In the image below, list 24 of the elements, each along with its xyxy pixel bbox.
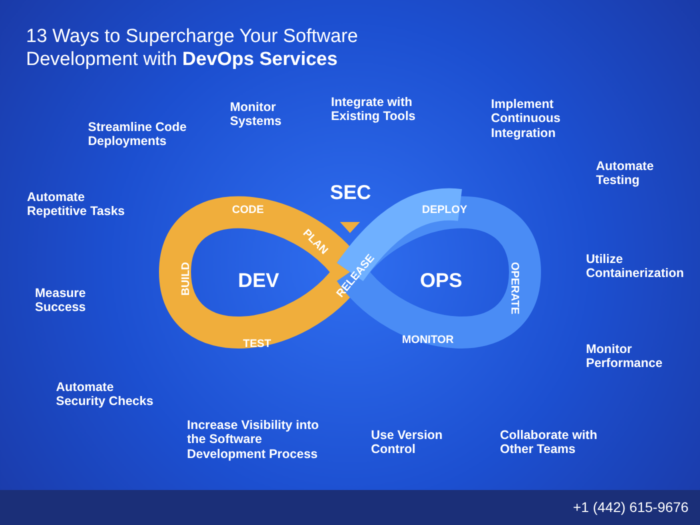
tip-text: Increase Visibility into the Software Development Process <box>187 418 320 462</box>
tip-text: Automate Testing <box>596 159 655 188</box>
loop-heading: DEV <box>238 270 280 293</box>
title: 13 Ways to Supercharge Your Software Development with DevOps Services <box>26 26 359 72</box>
phone-number: +1 (442) 615-9676 <box>573 499 690 516</box>
loop-stage-label: MONITOR <box>402 334 455 347</box>
tip-text: Monitor Performance <box>586 342 664 371</box>
loop-stage-label: BUILD <box>180 262 193 296</box>
tip-text: Collaborate with Other Teams <box>500 428 598 457</box>
tip-text: Utilize Containerization <box>586 252 685 281</box>
tip-text: Use Version Control <box>371 428 444 457</box>
tip-text: Measure Success <box>35 286 87 315</box>
tip-text: Automate Repetitive Tasks <box>27 190 126 219</box>
tip-text: Implement Continuous Integration <box>491 97 562 140</box>
tip-text: Monitor Systems <box>230 100 282 129</box>
tip-text: Integrate with Existing Tools <box>331 95 416 124</box>
loop-stage-label: TEST <box>243 338 272 351</box>
loop-stage-label: DEPLOY <box>422 204 468 217</box>
tip-text: Automate Security Checks <box>56 380 154 409</box>
loop-heading: OPS <box>420 270 464 293</box>
loop-stage-label: CODE <box>232 204 265 217</box>
loop-stage-label: OPERATE <box>508 262 521 314</box>
tip-text: Streamline Code Deployments <box>88 120 188 149</box>
loop-heading: SEC <box>330 182 372 205</box>
